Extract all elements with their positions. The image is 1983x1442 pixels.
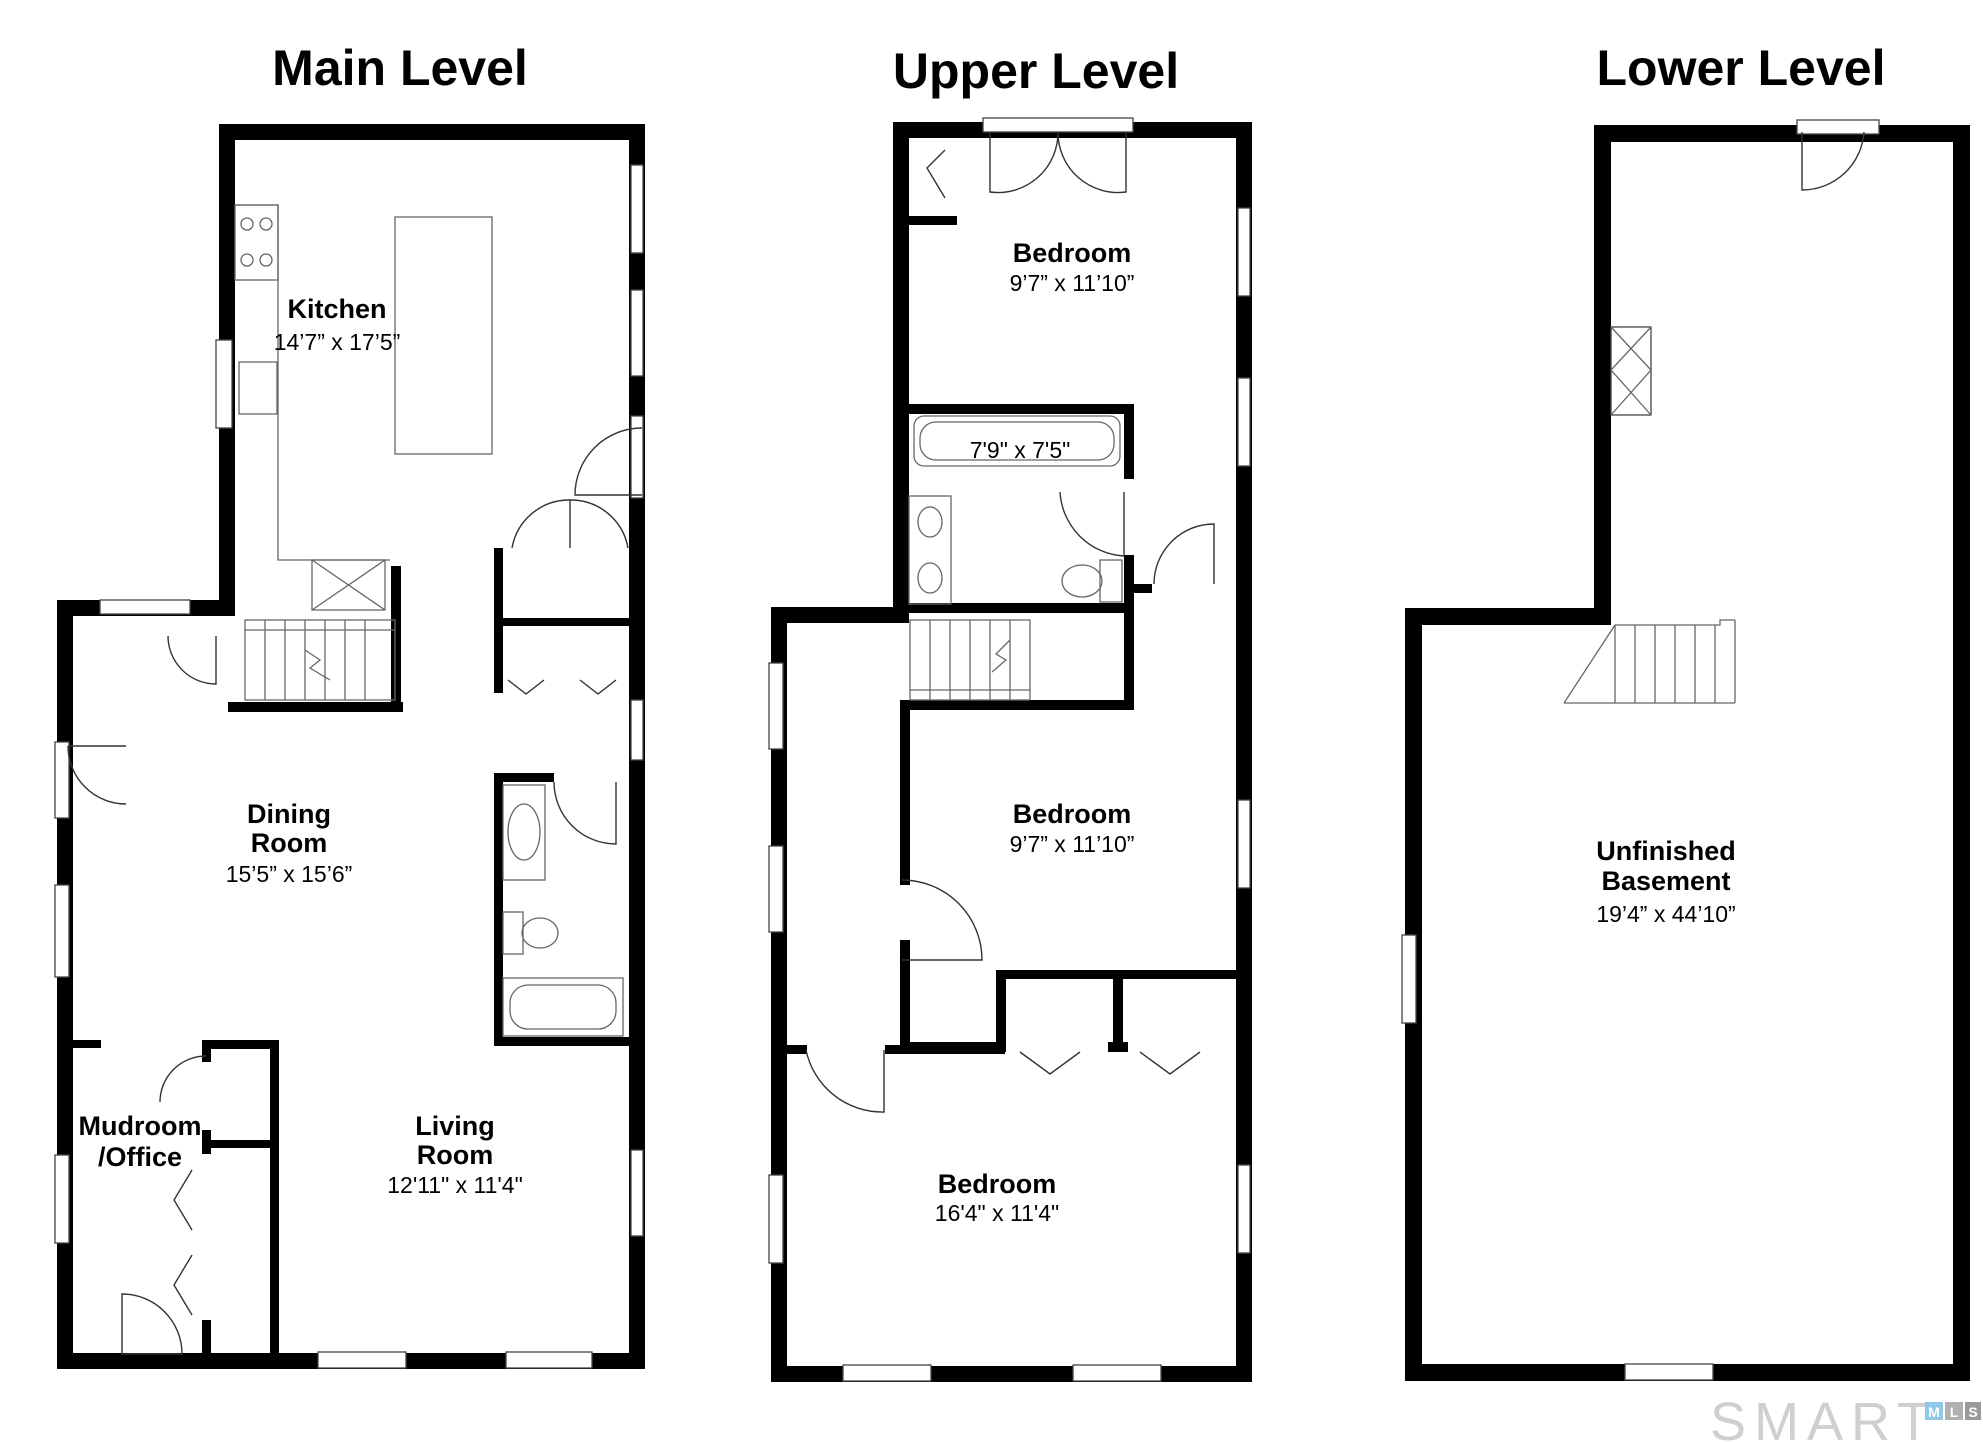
lower-level: Lower Level [1401, 40, 1970, 1381]
mudroom-name-1: Mudroom [79, 1111, 202, 1141]
main-level-title: Main Level [272, 40, 528, 96]
kitchen-dims: 14’7” x 17’5” [274, 329, 401, 355]
basement-name-1: Unfinished [1596, 836, 1736, 866]
kitchen-name: Kitchen [287, 294, 386, 324]
main-level-windows [54, 164, 644, 1369]
living-name-2: Room [417, 1140, 494, 1170]
main-level-labels: Kitchen 14’7” x 17’5” Dining Room 15’5” … [79, 294, 523, 1198]
upper-bedroom-1-name: Bedroom [1013, 238, 1132, 268]
main-level-fixtures [234, 204, 624, 1037]
upper-level-fixtures [908, 415, 1123, 701]
logo-badge-m-text: M [1928, 1404, 1940, 1420]
upper-bedroom-3-dims: 16'4" x 11'4" [935, 1200, 1059, 1226]
upper-level: Upper Level [768, 43, 1252, 1382]
lower-level-doors [1801, 131, 1865, 191]
basement-name-2: Basement [1601, 866, 1730, 896]
upper-level-windows [768, 117, 1251, 1382]
lower-level-title: Lower Level [1597, 40, 1886, 96]
upper-bedroom-2-name: Bedroom [1013, 799, 1132, 829]
upper-level-labels: Bedroom 9’7” x 11’10” 7'9" x 7'5" Bedroo… [935, 238, 1135, 1226]
logo-badge-l [1945, 1402, 1963, 1420]
logo-badge-m [1925, 1402, 1943, 1420]
living-dims: 12'11" x 11'4" [387, 1172, 523, 1198]
dining-name-2: Room [251, 828, 328, 858]
lower-level-walls [1405, 125, 1970, 1381]
upper-level-title: Upper Level [893, 43, 1179, 99]
dining-dims: 15’5” x 15’6” [226, 861, 353, 887]
logo-text: SMART [1710, 1392, 1938, 1442]
mudroom-name-2: /Office [98, 1142, 182, 1172]
upper-bath-dims: 7'9" x 7'5" [970, 437, 1071, 463]
basement-dims: 19’4” x 44’10” [1596, 901, 1735, 927]
upper-bedroom-1-dims: 9’7” x 11’10” [1010, 270, 1135, 296]
upper-level-doors [805, 131, 1215, 1113]
logo-badge-l-text: L [1950, 1404, 1959, 1420]
lower-level-windows [1401, 119, 1880, 1381]
living-name-1: Living [415, 1111, 495, 1141]
lower-level-labels: Unfinished Basement 19’4” x 44’10” [1596, 836, 1736, 927]
dining-name-1: Dining [247, 799, 331, 829]
upper-bedroom-3-name: Bedroom [938, 1169, 1057, 1199]
lower-level-fixtures [1563, 619, 1736, 704]
upper-bedroom-2-dims: 9’7” x 11’10” [1010, 831, 1135, 857]
logo-badge-s-text: S [1968, 1404, 1977, 1420]
main-level-doors [67, 427, 643, 1355]
main-level: Main Level [54, 40, 645, 1369]
logo-badge-s [1965, 1402, 1981, 1420]
smart-mls-logo: SMART M L S [1710, 1392, 1981, 1442]
